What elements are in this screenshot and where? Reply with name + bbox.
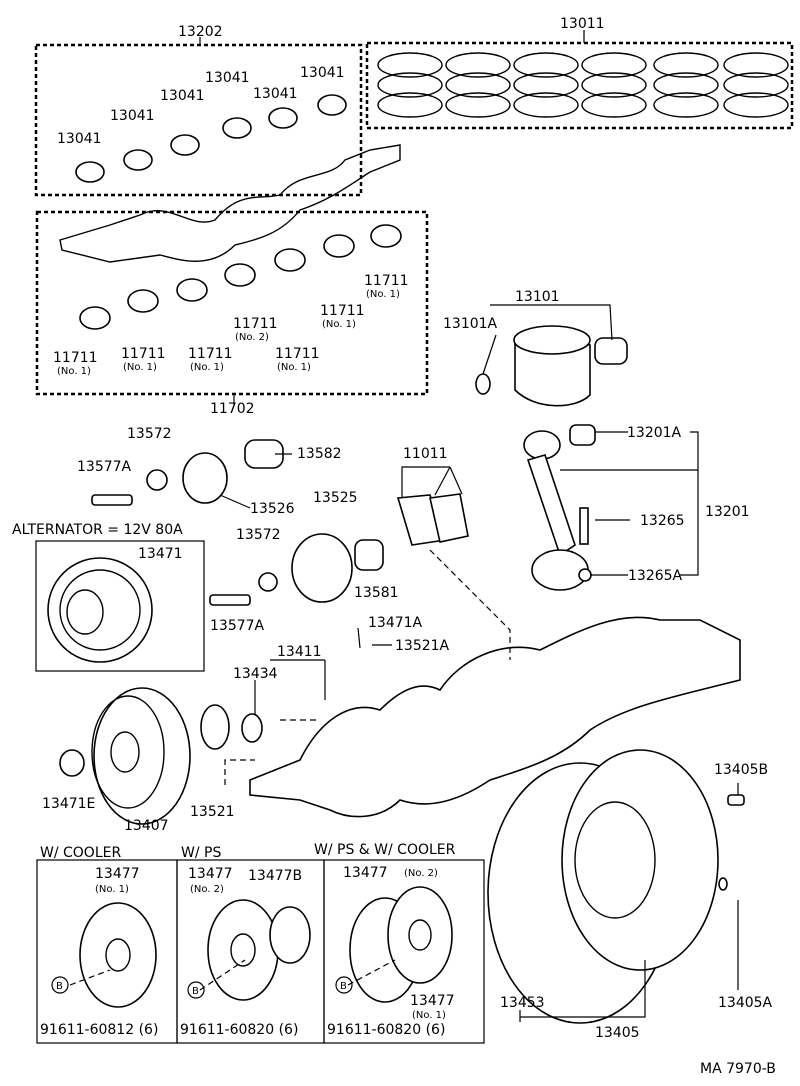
timing-parts: [91, 439, 469, 606]
svg-text:B: B: [340, 981, 347, 992]
label-11711: 11711: [275, 346, 320, 362]
label-13265: 13265: [640, 513, 685, 529]
label-no1: (No. 1): [412, 1010, 446, 1021]
dashed-leaders: [69, 549, 511, 991]
label-13477: 13477: [343, 865, 388, 881]
piston-ring-set-box: [365, 41, 794, 130]
upper-main-bearings: [75, 94, 347, 183]
label-13405: 13405: [595, 1025, 640, 1041]
label-13581: 13581: [354, 585, 399, 601]
label-13411: 13411: [277, 644, 322, 660]
label-13201a: 13201A: [627, 425, 682, 441]
svg-text:B: B: [192, 986, 199, 997]
label-13471a: 13471A: [368, 615, 423, 631]
label-13525: 13525: [313, 490, 358, 506]
label-13477: 13477: [410, 993, 455, 1009]
bearing-set-upper-box: [34, 43, 363, 197]
label-13453: 13453: [500, 995, 545, 1011]
label-13101a: 13101A: [443, 316, 498, 332]
label-13572: 13572: [236, 527, 281, 543]
label-13041: 13041: [57, 131, 102, 147]
flywheel: [487, 749, 745, 1024]
label-13577a: 13577A: [210, 618, 265, 634]
label-13477b: 13477B: [248, 868, 302, 884]
alternator-header: ALTERNATOR = 12V 80A: [12, 522, 183, 538]
label-13434: 13434: [233, 666, 278, 682]
label-13407: 13407: [124, 818, 169, 834]
label-13521: 13521: [190, 804, 235, 820]
ps-header: W/ PS: [181, 845, 221, 861]
label-no2: (No. 2): [404, 868, 438, 879]
label-11711: 11711: [320, 303, 365, 319]
label-13201: 13201: [705, 504, 750, 520]
cooler-pulley: [79, 902, 157, 1008]
label-no1: (No. 1): [277, 362, 311, 373]
label-91611-60812: 91611-60812 (6): [40, 1022, 158, 1038]
label-no1: (No. 1): [322, 319, 356, 330]
label-13526: 13526: [250, 501, 295, 517]
label-13405a: 13405A: [718, 995, 773, 1011]
crankshaft-upper-sketch: [59, 144, 401, 263]
label-11711: 11711: [233, 316, 278, 332]
label-11711: 11711: [364, 273, 409, 289]
figure-id: MA 7970-B: [700, 1061, 776, 1077]
piston: [475, 325, 628, 407]
label-13041: 13041: [300, 65, 345, 81]
label-13572: 13572: [127, 426, 172, 442]
label-13577a: 13577A: [77, 459, 132, 475]
connecting-rod: [523, 424, 596, 591]
bolt-marker-b: B: [187, 981, 205, 999]
label-13041: 13041: [205, 70, 250, 86]
bolt-marker-b: B: [335, 976, 353, 994]
label-11011: 11011: [403, 446, 448, 462]
bearing-set-lower-box: [35, 210, 429, 396]
label-no1: (No. 1): [95, 884, 129, 895]
label-11711: 11711: [188, 346, 233, 362]
label-no1: (No. 1): [123, 362, 157, 373]
label-no1: (No. 1): [57, 366, 91, 377]
label-no1: (No. 1): [366, 289, 400, 300]
leader-lines: [199, 30, 739, 1022]
alternator-pulley-box: [35, 540, 205, 672]
lower-main-bearings: [79, 224, 402, 330]
label-13582: 13582: [297, 446, 342, 462]
label-13521a: 13521A: [395, 638, 450, 654]
cooler-header: W/ COOLER: [40, 845, 121, 861]
bolt-marker-b: B: [51, 976, 69, 994]
label-13477: 13477: [188, 866, 233, 882]
label-13471: 13471: [138, 546, 183, 562]
label-no2: (No. 2): [235, 332, 269, 343]
label-13477: 13477: [95, 866, 140, 882]
label-no2: (No. 2): [190, 884, 224, 895]
label-11711: 11711: [53, 350, 98, 366]
label-11711: 11711: [121, 346, 166, 362]
ps-cooler-header: W/ PS & W/ COOLER: [314, 842, 456, 858]
label-13101: 13101: [515, 289, 560, 305]
label-11702: 11702: [210, 401, 255, 417]
label-13041: 13041: [110, 108, 155, 124]
label-13471e: 13471E: [42, 796, 95, 812]
label-13405b: 13405B: [714, 762, 768, 778]
label-13041: 13041: [160, 88, 205, 104]
label-13041: 13041: [253, 86, 298, 102]
alternator-pulley: [47, 557, 153, 663]
label-13265a: 13265A: [628, 568, 683, 584]
label-13202: 13202: [178, 24, 223, 40]
part-number-labels: 13202 13011 13041 13041 13041 13041 1304…: [12, 16, 773, 1041]
ps-cooler-pulleys: [349, 886, 453, 1003]
label-91611-60820: 91611-60820 (6): [180, 1022, 298, 1038]
svg-text:B: B: [56, 981, 63, 992]
label-no1: (No. 1): [190, 362, 224, 373]
label-91611-60820: 91611-60820 (6): [327, 1022, 445, 1038]
ps-cooler-pulley-box: [323, 859, 485, 1044]
crankshaft-pulley: [59, 687, 263, 825]
crankshaft: [249, 616, 741, 818]
label-13011: 13011: [560, 16, 605, 32]
piston-rings: [377, 52, 789, 118]
ps-pulleys: [207, 899, 311, 1001]
